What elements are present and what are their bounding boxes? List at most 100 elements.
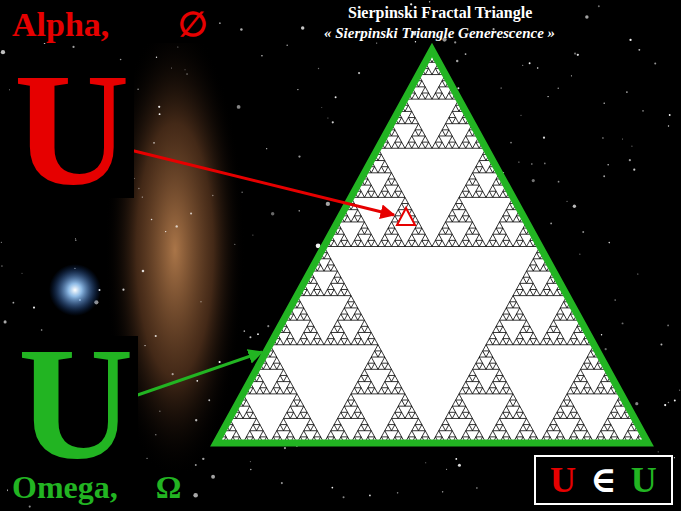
star (332, 121, 334, 123)
star (664, 404, 666, 406)
star (335, 96, 337, 98)
star (120, 59, 122, 61)
star (331, 487, 333, 489)
star (250, 461, 251, 462)
star (144, 345, 145, 346)
formula-symbol: U (550, 462, 576, 498)
fractal-mesh (216, 50, 648, 443)
star (571, 75, 572, 76)
star (200, 301, 201, 302)
star (137, 88, 139, 90)
star (369, 495, 371, 497)
star (177, 46, 178, 47)
star (518, 162, 519, 163)
star (281, 482, 283, 484)
star (318, 68, 319, 69)
star (4, 320, 7, 323)
omega-universe-letter: U (14, 336, 138, 472)
star (234, 244, 235, 245)
star (193, 493, 198, 498)
star (376, 42, 377, 43)
star (522, 65, 523, 66)
star (557, 88, 558, 89)
star (267, 325, 269, 327)
blue-star (49, 264, 101, 316)
star (1, 50, 5, 54)
star (1, 242, 2, 243)
star (601, 334, 602, 335)
star (626, 91, 628, 93)
star (219, 22, 221, 24)
star (1, 265, 3, 267)
star (358, 72, 360, 74)
star (286, 45, 288, 47)
star (637, 273, 638, 274)
star (442, 491, 444, 493)
star (679, 390, 680, 391)
star (531, 163, 533, 165)
star (537, 67, 539, 69)
star (327, 117, 328, 118)
alpha-universe-letter: U (10, 62, 134, 198)
star (622, 138, 623, 139)
star (456, 60, 458, 62)
star (219, 361, 221, 363)
star (257, 333, 259, 335)
star (543, 137, 545, 139)
star (603, 175, 605, 177)
star (558, 181, 560, 183)
star (425, 462, 426, 463)
small-red-triangle (397, 208, 415, 225)
star (33, 307, 35, 309)
star (544, 163, 546, 165)
star (532, 179, 535, 182)
star (642, 110, 644, 112)
star (212, 195, 214, 197)
star (301, 26, 304, 29)
star (159, 113, 161, 115)
star (446, 469, 447, 470)
star (635, 402, 638, 405)
star (602, 137, 604, 139)
star (151, 219, 153, 221)
star (165, 231, 166, 232)
star (159, 410, 161, 412)
star (195, 419, 197, 421)
title: Sierpinski Fractal Triangle (348, 4, 532, 22)
star (271, 212, 274, 215)
star (429, 1, 430, 2)
star (261, 55, 263, 57)
star (284, 447, 286, 449)
star (240, 28, 242, 30)
star (579, 253, 580, 254)
star (397, 492, 399, 494)
star (196, 380, 198, 382)
star (458, 464, 461, 467)
formula-symbol: U (631, 462, 657, 498)
star (29, 506, 31, 508)
star (249, 336, 251, 338)
star (172, 373, 174, 375)
star (190, 212, 192, 214)
star (577, 54, 579, 56)
star (241, 192, 242, 193)
star (297, 89, 298, 90)
star (608, 242, 610, 244)
star (566, 201, 567, 202)
red-pointer (114, 146, 394, 215)
star (668, 402, 670, 404)
star (629, 39, 631, 41)
star (585, 15, 588, 18)
star (176, 225, 178, 227)
star (633, 169, 635, 171)
star (171, 67, 172, 68)
star (75, 240, 77, 242)
formula-symbol: ∈ (590, 462, 617, 498)
star (604, 103, 605, 104)
star (184, 69, 185, 70)
star (520, 115, 521, 116)
star (529, 62, 531, 64)
